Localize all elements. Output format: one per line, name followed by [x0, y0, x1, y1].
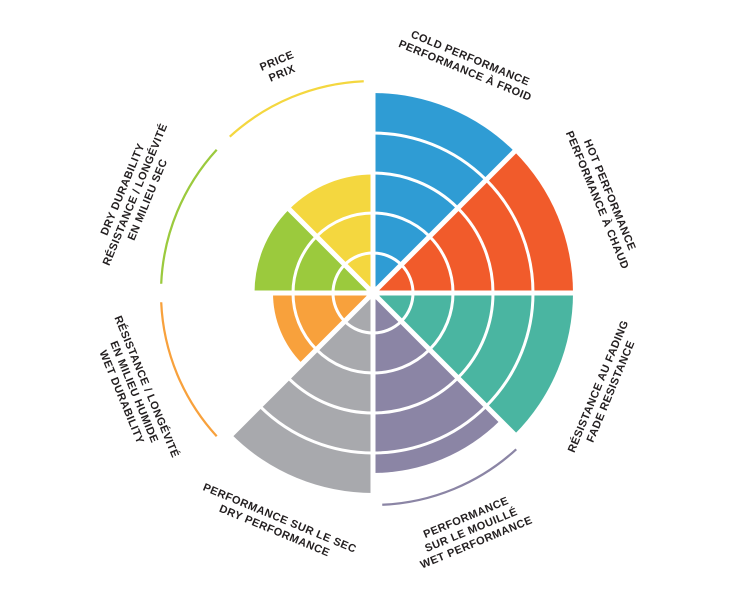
sector-wedge-dry-performance: [231, 293, 373, 493]
sector-label-fade-resistance: RÉSISTANCE AU FADINGFADE RESISTANCE: [565, 318, 644, 459]
sector-separator: [226, 146, 375, 295]
sector-separator: [226, 291, 375, 440]
sector-separator: [371, 146, 520, 295]
sector-label-wet-durability: RÉSISTANCE / LONGÉVITÉEN MILIEU HUMIDEWE…: [87, 314, 182, 470]
sector-wedge-wet-performance: [373, 293, 501, 473]
center-dot: [366, 286, 380, 300]
outer-arc-price: [229, 80, 364, 138]
sector-wedge-hot-performance: [373, 151, 573, 293]
sector-separator: [371, 291, 520, 440]
outer-arc-dry-durability: [160, 149, 218, 284]
sector-label-dry-performance: PERFORMANCE SUR LE SECDRY PERFORMANCE: [196, 482, 358, 569]
sector-wedge-fade-resistance: [373, 293, 573, 435]
sector-label-wet-performance: PERFORMANCESUR LE MOUILLÉWET PERFORMANCE: [408, 489, 534, 571]
sector-wedge-price: [288, 173, 373, 293]
sector-wedge-wet-durability: [273, 293, 373, 364]
sector-label-cold-performance: COLD PERFORMANCEPERFORMANCE À FROID: [397, 26, 539, 104]
sector-wedge-cold-performance: [373, 93, 515, 293]
outer-arc-wet-durability: [160, 302, 218, 437]
outer-arc-wet-performance: [382, 448, 517, 506]
sector-label-hot-performance: HOT PERFORMANCEPERFORMANCE À CHAUD: [563, 124, 643, 271]
sector-wedge-dry-durability: [253, 208, 373, 293]
sector-label-dry-durability: DRY DURABILITYRÉSISTANCE / LONGÉVITÉEN M…: [88, 117, 182, 273]
sector-label-price: PRICEPRIX: [258, 49, 301, 86]
